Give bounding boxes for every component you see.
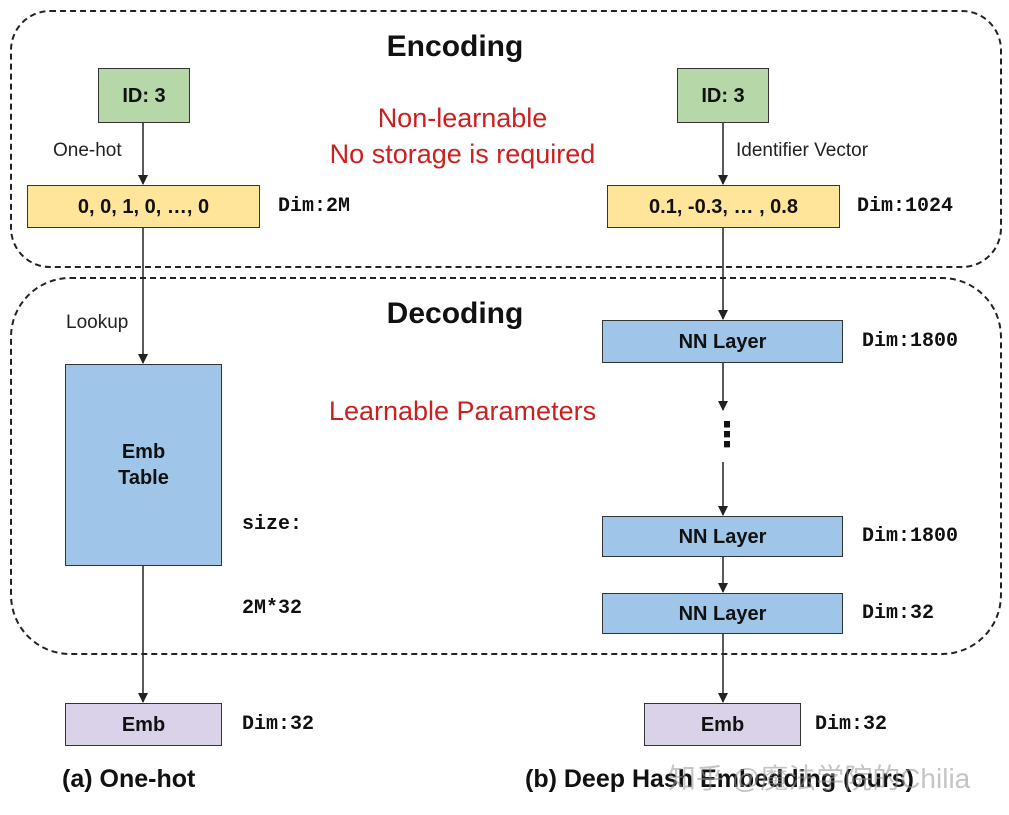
identifier-edge-label: Identifier Vector <box>736 140 869 161</box>
nn-layer-1-dim-label: Dim:1800 <box>862 330 959 353</box>
decoding-title: Decoding <box>386 297 524 330</box>
right-caption: (b) Deep Hash Embedding (ours) <box>525 765 914 793</box>
emb-table-line-2: Table <box>118 467 169 489</box>
identifier-dim-label: Dim:1024 <box>857 195 954 218</box>
non-learnable-line-2: No storage is required <box>329 139 596 170</box>
non-learnable-line-1: Non-learnable <box>377 103 548 133</box>
onehot-dim-label: Dim:2M <box>278 195 351 218</box>
left-caption: (a) One-hot <box>62 765 196 793</box>
size-line-1: size: <box>242 513 303 536</box>
learnable-parameters-note: Learnable Parameters <box>328 396 597 426</box>
left-id-node: ID: 3 <box>98 68 190 123</box>
emb-table-line-1: Emb <box>121 441 166 463</box>
onehot-edge-label: One-hot <box>53 140 122 161</box>
encoding-title: Encoding <box>386 30 524 63</box>
left-emb-dim-label: Dim:32 <box>242 713 315 736</box>
encoding-region <box>10 10 1002 268</box>
nn-layer-3-dim-label: Dim:32 <box>862 602 935 625</box>
right-id-node: ID: 3 <box>677 68 769 123</box>
size-line-2: 2M*32 <box>242 597 303 620</box>
non-learnable-note: Non-learnable No storage is required <box>290 100 635 173</box>
nn-layer-1-node: NN Layer <box>602 320 843 363</box>
right-emb-dim-label: Dim:32 <box>815 713 888 736</box>
lookup-edge-label: Lookup <box>66 312 129 333</box>
nn-layer-3-node: NN Layer <box>602 593 843 634</box>
emb-table-size-label: size: 2M*32 <box>242 455 302 651</box>
emb-table-node: Emb Table <box>65 364 222 566</box>
nn-layer-2-dim-label: Dim:1800 <box>862 525 959 548</box>
left-emb-node: Emb <box>65 703 222 746</box>
onehot-vector-node: 0, 0, 1, 0, …, 0 <box>27 185 260 228</box>
watermark-text: 知乎 @魔法学院的Chilia <box>668 763 971 794</box>
decoding-region <box>10 277 1002 655</box>
nn-layer-2-node: NN Layer <box>602 516 843 557</box>
right-emb-node: Emb <box>644 703 801 746</box>
identifier-vector-node: 0.1, -0.3, … , 0.8 <box>607 185 840 228</box>
vertical-ellipsis-icon: ⋮ <box>710 416 744 454</box>
